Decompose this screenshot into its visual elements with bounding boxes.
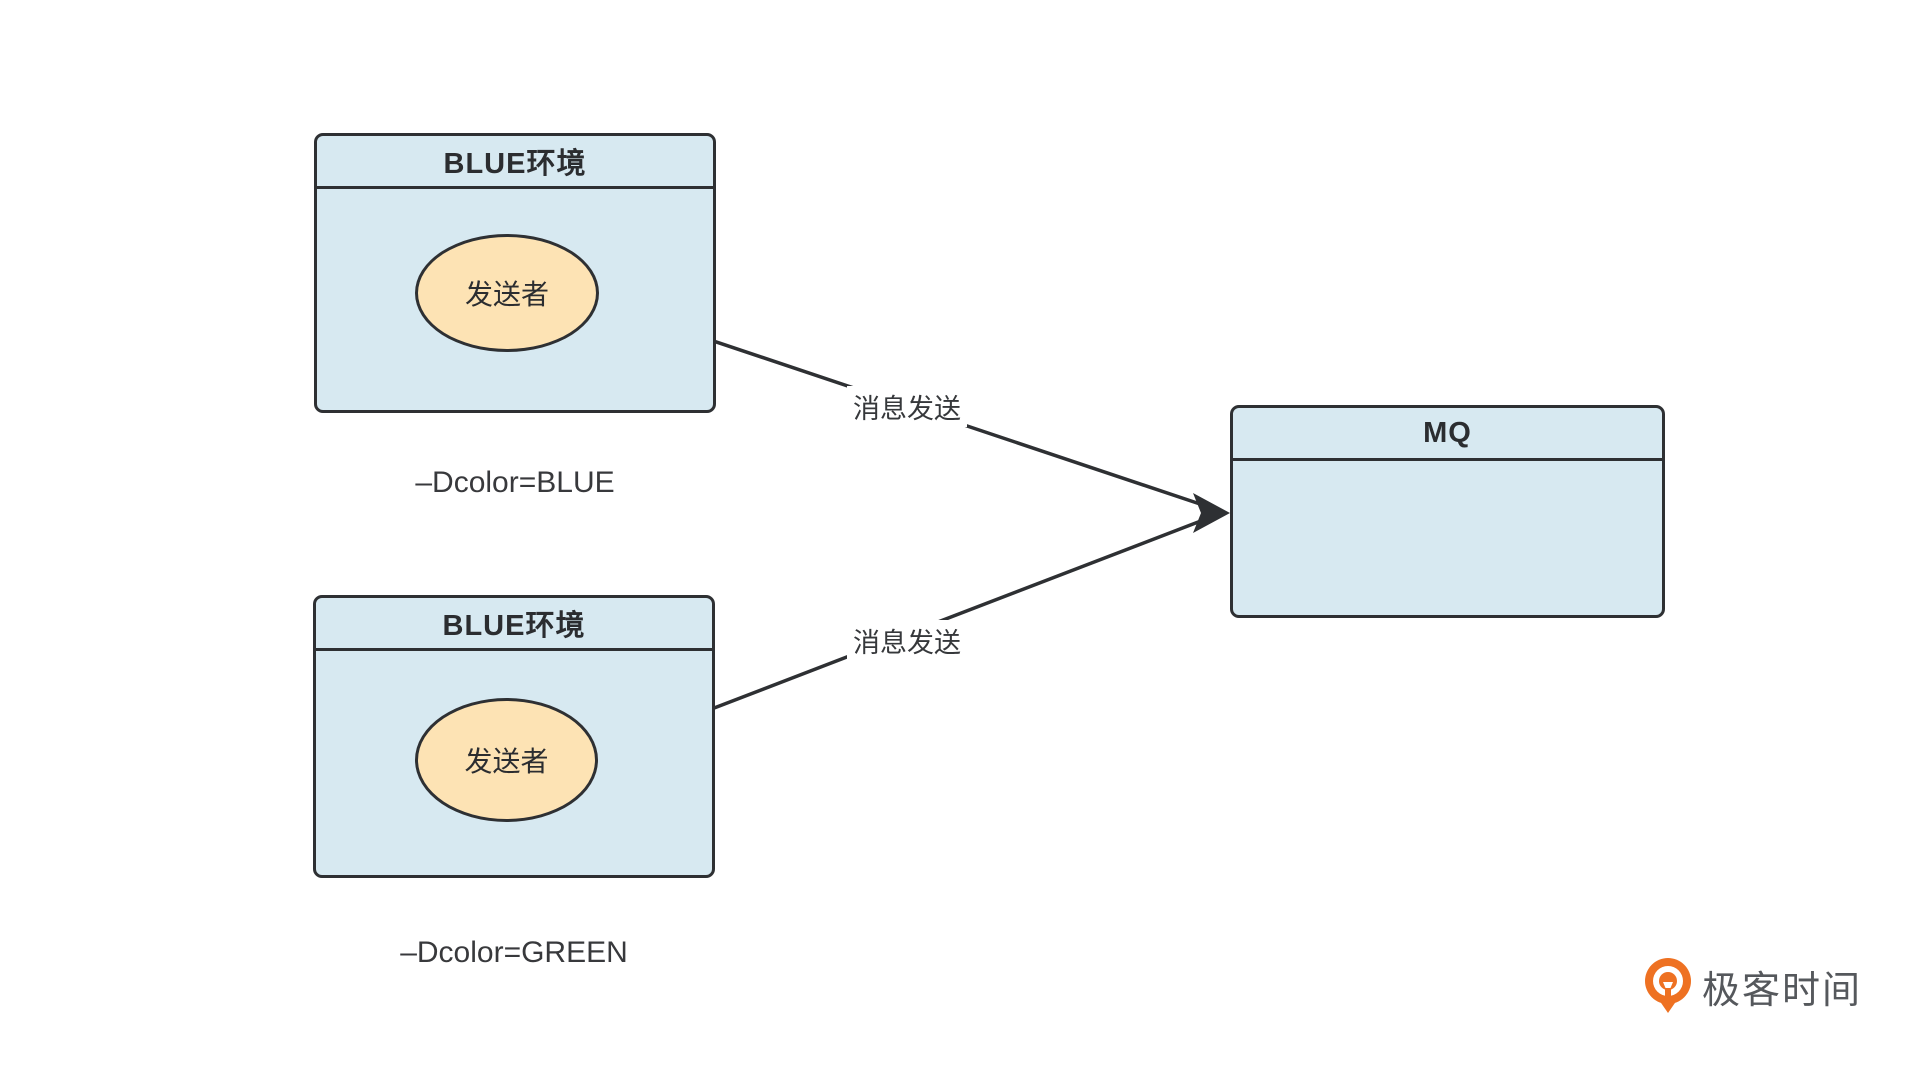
env-box-top-title: BLUE环境: [317, 136, 713, 189]
caption-dcolor-green: –Dcolor=GREEN: [400, 936, 628, 969]
edge-label-message-send-bottom: 消息发送: [847, 620, 967, 661]
sender-node-bottom-label: 发送者: [464, 746, 549, 777]
arrowhead-into-mq: [1193, 493, 1230, 533]
mq-box-title: MQ: [1233, 408, 1662, 461]
sender-node-top-label: 发送者: [464, 279, 549, 310]
edge-label-message-send-top: 消息发送: [847, 386, 967, 427]
geektime-logo-icon: [1644, 956, 1692, 1016]
geektime-logo-text: 极客时间: [1702, 969, 1863, 1012]
logo-tail: [1659, 1000, 1677, 1013]
sender-node-bottom: 发送者: [415, 698, 598, 822]
branding: 极客时间: [1644, 956, 1862, 1016]
caption-dcolor-blue: –Dcolor=BLUE: [415, 466, 615, 499]
mq-box: MQ: [1230, 405, 1665, 618]
logo-stem: [1665, 988, 1671, 1002]
env-box-bottom-title: BLUE环境: [316, 598, 712, 651]
sender-node-top: 发送者: [415, 234, 599, 352]
